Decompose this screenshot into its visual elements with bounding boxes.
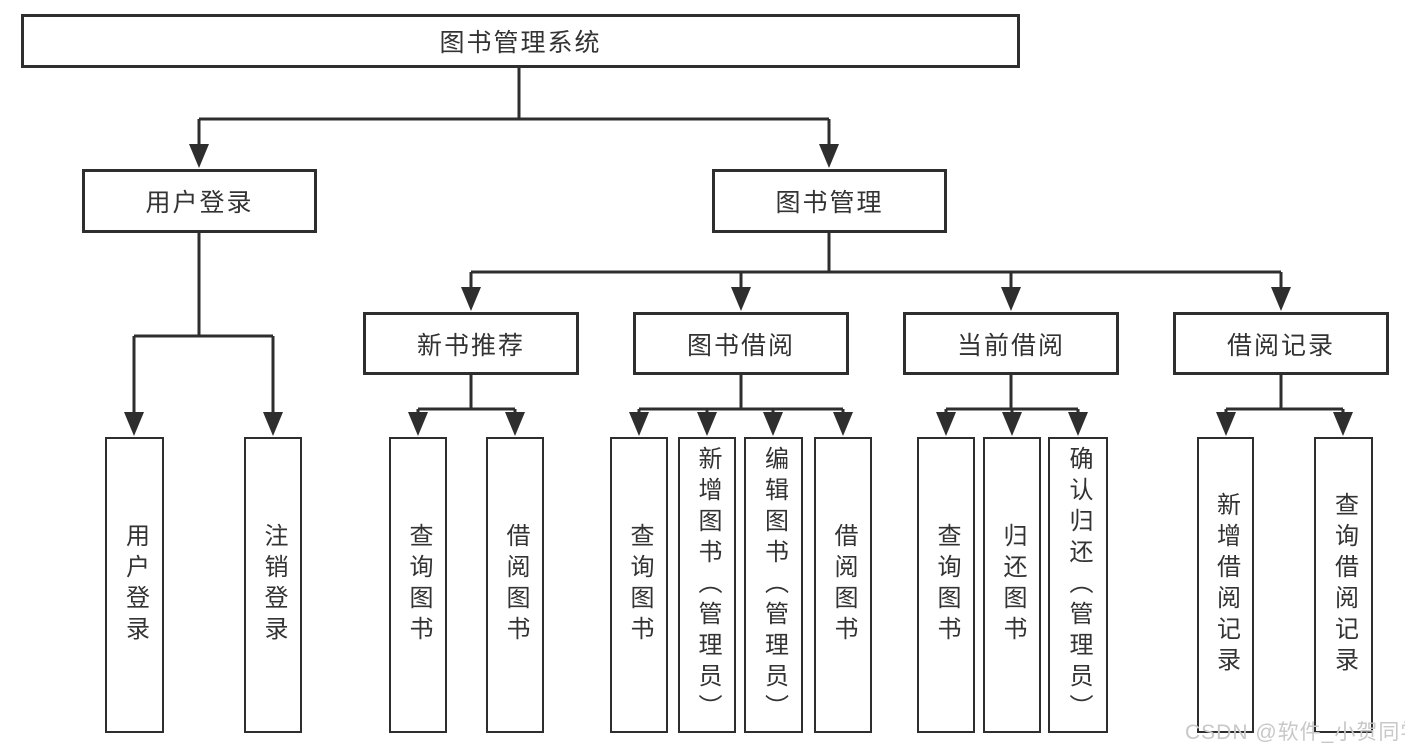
- node-book-management-label: 图书管理: [775, 189, 884, 217]
- watermark-text: CSDN @软件_小贺同学: [1185, 721, 1405, 744]
- node-current-borrowing: 当前借阅: [903, 312, 1119, 375]
- node-library-system: 图书管理系统: [21, 14, 1020, 68]
- leaf-add-books-admin: 新增图书（管理员）: [678, 437, 736, 733]
- leaf-return-books: 归还图书: [983, 437, 1041, 733]
- leaf-user-login-label: 用户登录: [121, 523, 149, 647]
- node-user-login-label: 用户登录: [145, 189, 254, 217]
- connector-bookborrow-to-leaves: [629, 375, 853, 436]
- leaf-add-borrow-record: 新增借阅记录: [1197, 437, 1254, 733]
- node-book-borrowing-label: 图书借阅: [686, 331, 795, 360]
- leaf-edit-books-admin: 编辑图书（管理员）: [744, 437, 803, 733]
- leaf-query-books-recommend-label: 查询图书: [405, 523, 432, 647]
- node-user-login: 用户登录: [82, 169, 317, 233]
- leaf-return-books-label: 归还图书: [999, 523, 1026, 647]
- leaf-logout-label: 注销登录: [260, 523, 287, 647]
- leaf-user-login: 用户登录: [105, 437, 164, 733]
- node-book-borrowing: 图书借阅: [633, 312, 849, 375]
- connector-bookmgmt-to-level3: [461, 233, 1291, 311]
- node-new-book-recommendation-label: 新书推荐: [416, 331, 525, 360]
- leaf-confirm-return-admin-label: 确认归还（管理员）: [1065, 445, 1092, 725]
- connector-currentborrow-to-leaves: [936, 375, 1088, 436]
- connector-newbooks-to-leaves: [408, 375, 525, 436]
- node-borrowing-records-label: 借阅记录: [1226, 331, 1335, 360]
- leaf-query-borrow-record-label: 查询借阅记录: [1330, 492, 1358, 678]
- leaf-add-borrow-record-label: 新增借阅记录: [1212, 492, 1240, 678]
- node-current-borrowing-label: 当前借阅: [956, 331, 1065, 360]
- leaf-add-books-admin-label: 新增图书（管理员）: [694, 445, 721, 725]
- node-book-management: 图书管理: [712, 169, 947, 233]
- leaf-edit-books-admin-label: 编辑图书（管理员）: [760, 445, 788, 725]
- leaf-confirm-return-admin: 确认归还（管理员）: [1048, 437, 1108, 733]
- leaf-query-borrow-record: 查询借阅记录: [1314, 437, 1373, 733]
- leaf-logout: 注销登录: [244, 437, 302, 733]
- leaf-borrow-books-recommend-label: 借阅图书: [502, 523, 529, 647]
- node-new-book-recommendation: 新书推荐: [363, 312, 579, 375]
- leaf-query-books-current: 查询图书: [917, 437, 975, 733]
- connector-root-to-level2: [189, 68, 839, 168]
- leaf-query-books-borrowing: 查询图书: [610, 437, 668, 733]
- leaf-borrow-books: 借阅图书: [814, 437, 872, 733]
- leaf-query-books-current-label: 查询图书: [933, 523, 960, 647]
- connector-userlogin-to-leaves: [124, 233, 283, 436]
- leaf-borrow-books-label: 借阅图书: [830, 523, 857, 647]
- leaf-query-books-recommend: 查询图书: [389, 437, 447, 733]
- leaf-query-books-borrowing-label: 查询图书: [626, 523, 653, 647]
- connector-borrowrecords-to-leaves: [1216, 375, 1353, 436]
- leaf-borrow-books-recommend: 借阅图书: [486, 437, 544, 733]
- node-library-system-label: 图书管理系统: [439, 29, 602, 57]
- node-borrowing-records: 借阅记录: [1173, 312, 1389, 375]
